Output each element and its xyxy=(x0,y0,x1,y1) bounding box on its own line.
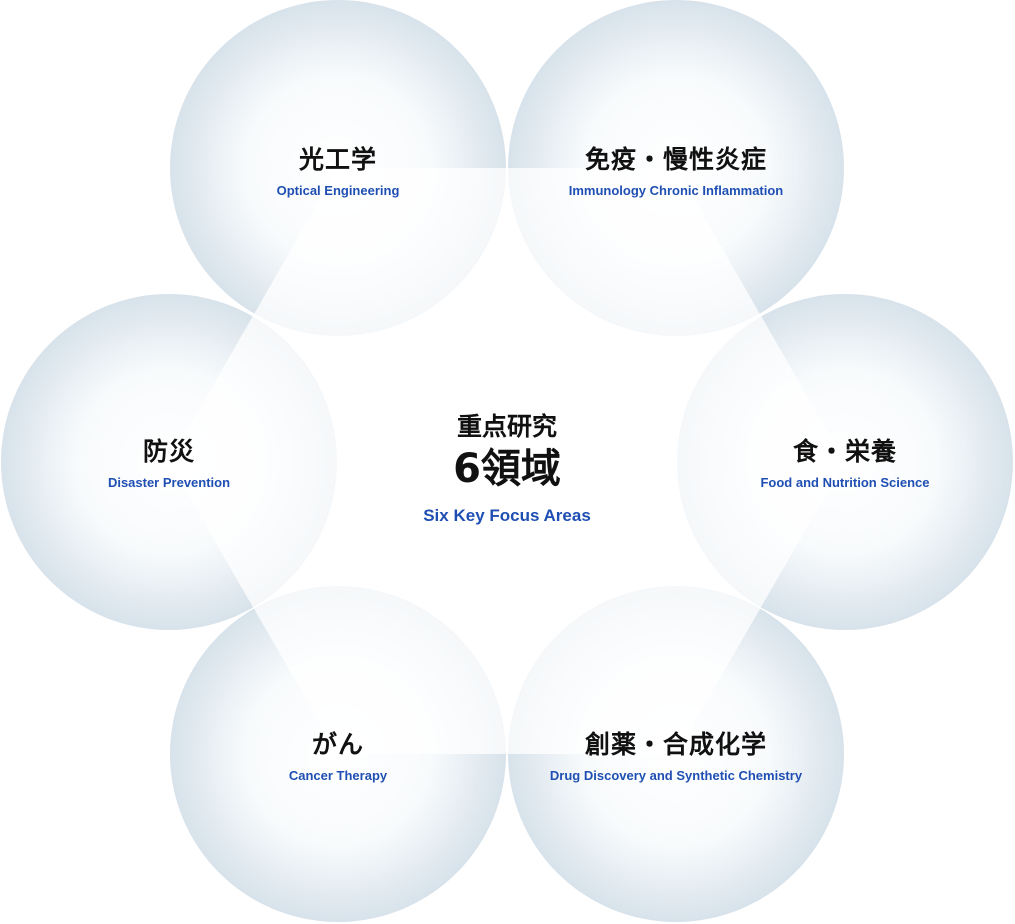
area-title-jp: 免疫・慢性炎症 xyxy=(584,145,767,174)
area-food-nutrition[interactable]: 食・栄養 Food and Nutrition Science xyxy=(695,439,995,489)
area-title-jp: がん xyxy=(311,730,364,759)
center-title-jp: 6領域 xyxy=(453,446,561,492)
area-drug-discovery[interactable]: 創薬・合成化学 Drug Discovery and Synthetic Che… xyxy=(526,732,826,782)
area-title-jp: 防災 xyxy=(142,437,195,466)
area-title-en: Food and Nutrition Science xyxy=(760,475,930,490)
area-title-en: Optical Engineering xyxy=(276,183,400,198)
center-hexagon xyxy=(169,168,845,754)
area-disaster-prevention[interactable]: 防災 Disaster Prevention xyxy=(19,439,319,489)
area-immunology[interactable]: 免疫・慢性炎症 Immunology Chronic Inflammation xyxy=(526,147,826,197)
area-title-jp: 光工学 xyxy=(298,145,377,174)
area-title-en: Disaster Prevention xyxy=(107,475,231,490)
area-title-jp: 創薬・合成化学 xyxy=(584,730,767,759)
area-title-en: Immunology Chronic Inflammation xyxy=(568,183,784,198)
area-title-en: Cancer Therapy xyxy=(288,768,388,783)
area-cancer-therapy[interactable]: がん Cancer Therapy xyxy=(188,732,488,782)
center-label: 重点研究 6領域 Six Key Focus Areas xyxy=(357,414,657,524)
area-title-en: Drug Discovery and Synthetic Chemistry xyxy=(549,768,803,783)
area-optical-engineering[interactable]: 光工学 Optical Engineering xyxy=(188,147,488,197)
area-title-jp: 食・栄養 xyxy=(792,437,897,466)
center-title-en: Six Key Focus Areas xyxy=(423,506,591,525)
center-subtitle-jp: 重点研究 xyxy=(456,412,557,441)
